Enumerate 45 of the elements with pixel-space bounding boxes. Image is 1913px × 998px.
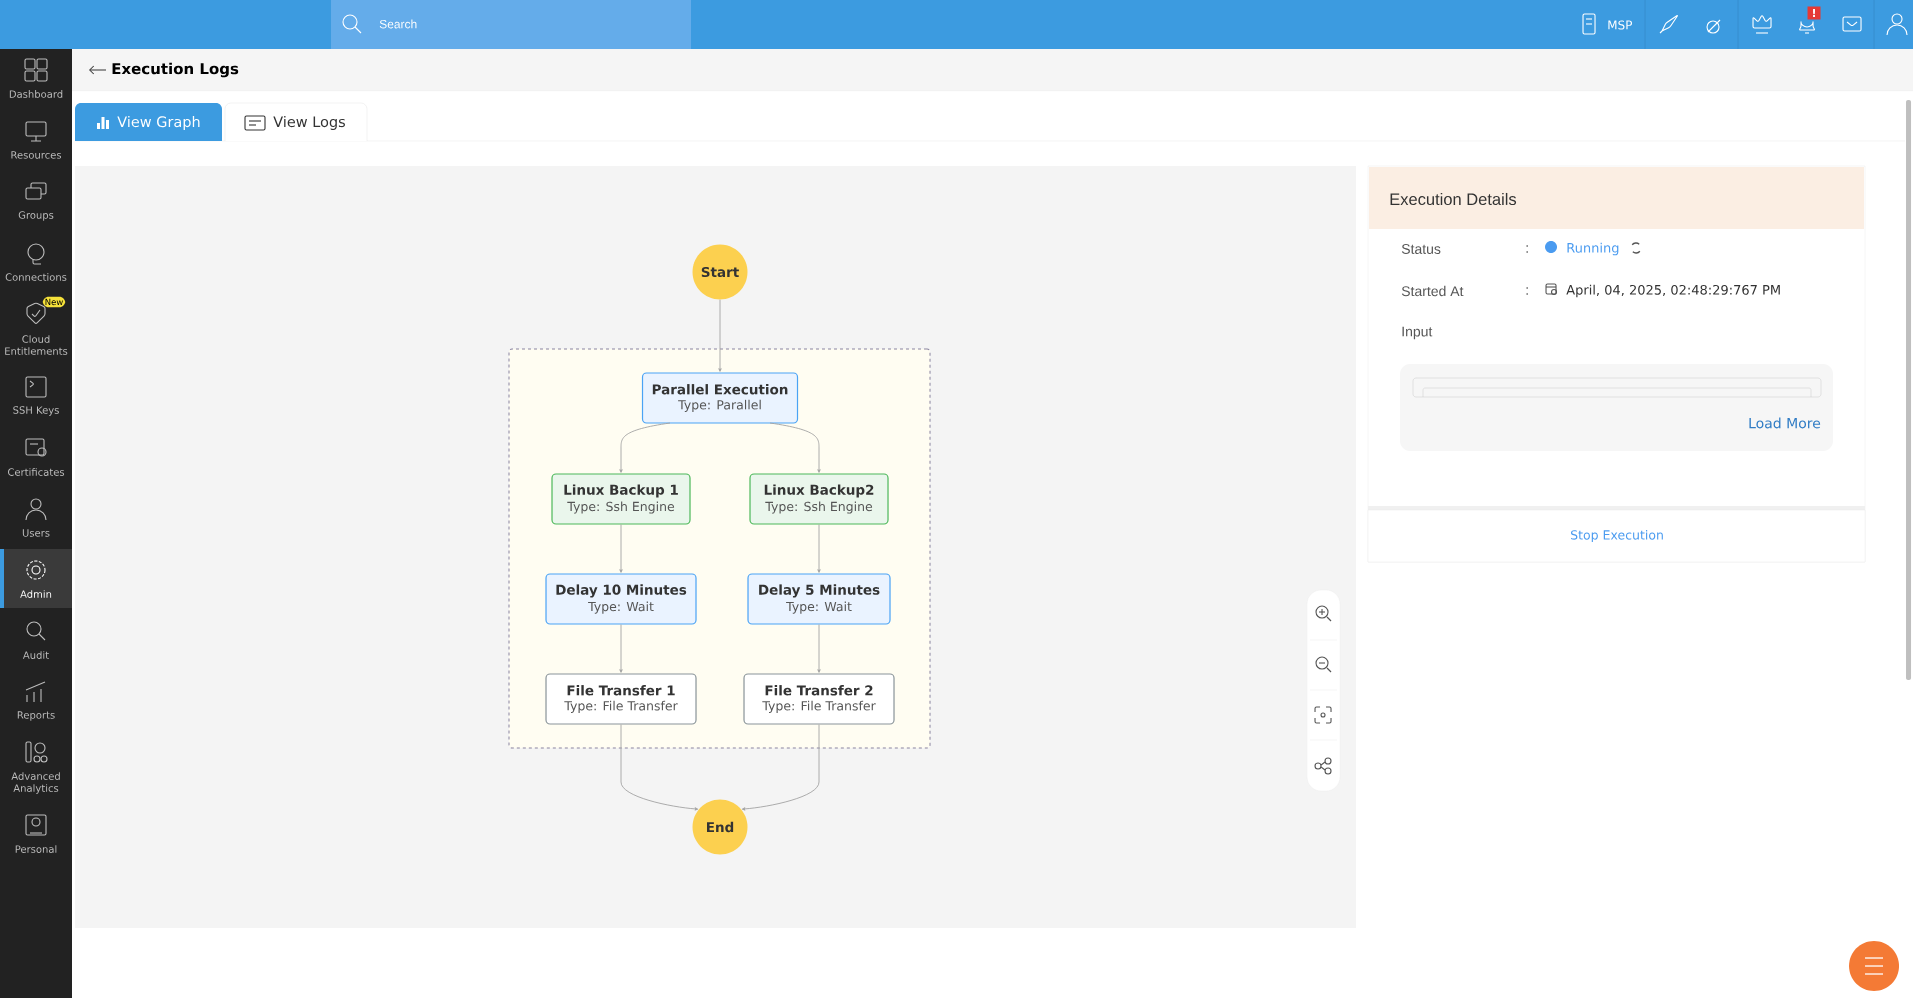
new-badge: New [42, 296, 66, 308]
arrow [718, 299, 722, 372]
step-box: Linux Backup2 Type: Ssh Engine [749, 473, 889, 525]
arrow [817, 624, 821, 673]
search-field: Search [331, 0, 691, 49]
step-box: Delay 5 Minutes Type: Wait [747, 573, 891, 625]
stop-button: Stop Execution [1367, 506, 1866, 563]
step-box: File Transfer 2 Type: File Transfer [743, 673, 895, 725]
step-box: File Transfer 1 Type: File Transfer [545, 673, 697, 725]
step-box: Linux Backup 1 Type: Ssh Engine [551, 473, 691, 525]
nav-label: Dashboard [9, 90, 63, 98]
page-title: Execution Logs [112, 62, 239, 78]
nav-label: Cloud Entitlements [5, 335, 68, 355]
nav-label: Audit [22, 651, 49, 659]
field-label: Status [1401, 244, 1441, 254]
link: Load More [1749, 417, 1821, 429]
nav-label: Resources [11, 151, 62, 159]
arrow [817, 524, 821, 573]
step-box: Parallel Execution Type: Parallel [641, 372, 799, 424]
status-text: Running [1567, 242, 1619, 256]
nav-label: Groups [18, 211, 54, 221]
nav-label: Reports [17, 711, 55, 721]
arrow [620, 724, 699, 811]
field-label: Started At [1401, 285, 1464, 297]
nav-label: Admin [20, 590, 52, 598]
arrow [619, 524, 623, 573]
field-separator: : [1526, 287, 1528, 295]
tab: View Graph [75, 103, 222, 141]
nav-label: Connections [5, 273, 67, 281]
nav-label: Users [22, 529, 50, 537]
nav-label: Certificates [8, 468, 65, 476]
panel-header: Execution Details [1369, 167, 1865, 229]
msp-label: MSP [1608, 20, 1632, 30]
timestamp-text: April, 04, 2025, 02:48:29:767 PM [1566, 284, 1780, 298]
arrow [619, 624, 623, 673]
arrow [619, 422, 671, 473]
step-box: Delay 10 Minutes Type: Wait [545, 573, 697, 625]
field-label: Input [1402, 326, 1433, 340]
nav-label: Advanced Analytics [11, 772, 60, 794]
field-separator: : [1526, 245, 1528, 253]
tab: View Logs [224, 102, 368, 142]
nav-label: SSH Keys [13, 406, 59, 416]
arrow [741, 724, 820, 811]
nav-label: Personal [15, 845, 57, 853]
arrow [769, 422, 821, 473]
